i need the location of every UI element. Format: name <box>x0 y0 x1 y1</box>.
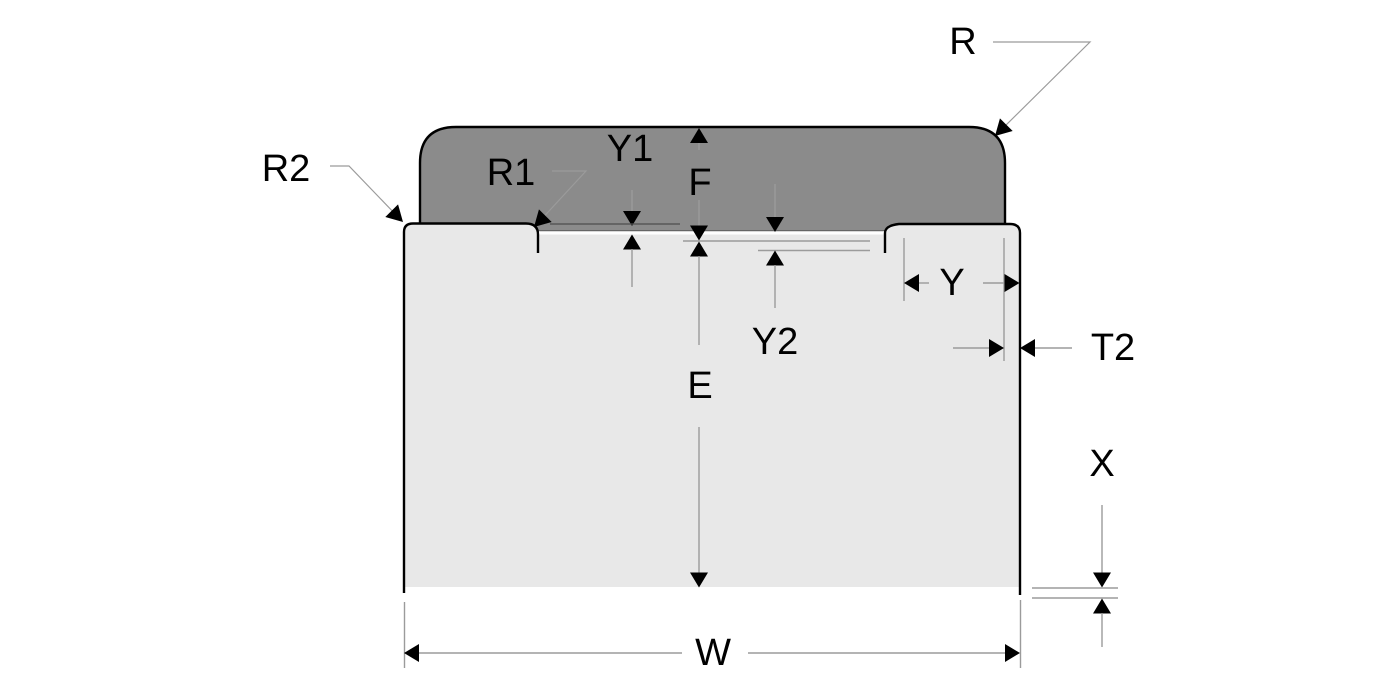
leader-line <box>993 41 1092 131</box>
arrowhead <box>995 118 1013 136</box>
dimension-label-r2: R2 <box>262 148 311 190</box>
dim-t2-callout <box>953 339 1072 357</box>
dimension-label-e: E <box>687 365 712 407</box>
arrowhead <box>904 274 919 292</box>
arrowhead <box>385 204 403 222</box>
body-outline-left <box>402 222 540 593</box>
dimension-label-y2: Y2 <box>752 321 798 363</box>
cap-shape <box>418 125 1007 231</box>
dimension-label-y1: Y1 <box>607 128 653 170</box>
dimension-label-f: F <box>688 162 711 204</box>
arrowhead <box>404 644 419 662</box>
arrowhead <box>1093 572 1111 588</box>
dimension-label-x: X <box>1089 443 1114 485</box>
dim-f-callout <box>690 128 708 241</box>
arrowhead <box>690 572 708 588</box>
arrowhead <box>1004 274 1020 292</box>
dim-y2-callout <box>766 184 784 308</box>
body-outline-right <box>883 222 1022 595</box>
leader-r <box>993 41 1092 136</box>
arrowhead <box>623 234 641 250</box>
leader-r2 <box>330 165 403 222</box>
arrowhead <box>989 339 1004 357</box>
arrowhead <box>623 211 641 226</box>
leader-r1 <box>534 170 588 227</box>
leader-line <box>537 170 588 224</box>
dim-e-callout <box>690 241 708 588</box>
dimension-label-r1: R1 <box>487 152 536 194</box>
arrowhead <box>1020 339 1035 357</box>
body-shape <box>404 223 1020 587</box>
dimension-label-t2: T2 <box>1091 327 1135 369</box>
dim-y-callout <box>903 238 1020 361</box>
dim-y1-callout <box>550 190 680 287</box>
dimension-label-w: W <box>695 632 731 674</box>
arrowhead <box>1005 644 1020 662</box>
arrowhead <box>1093 598 1111 614</box>
dim-w-callout <box>403 600 1022 668</box>
dimension-label-y: Y <box>939 262 964 304</box>
arrowhead <box>690 225 708 241</box>
dim-x-callout <box>1032 505 1118 647</box>
arrowhead <box>534 209 552 227</box>
dimension-label-r: R <box>949 21 976 63</box>
arrowhead <box>766 250 784 266</box>
leader-line <box>330 165 400 219</box>
arrowhead <box>690 128 708 143</box>
arrowhead <box>690 241 708 257</box>
arrowhead <box>766 217 784 232</box>
